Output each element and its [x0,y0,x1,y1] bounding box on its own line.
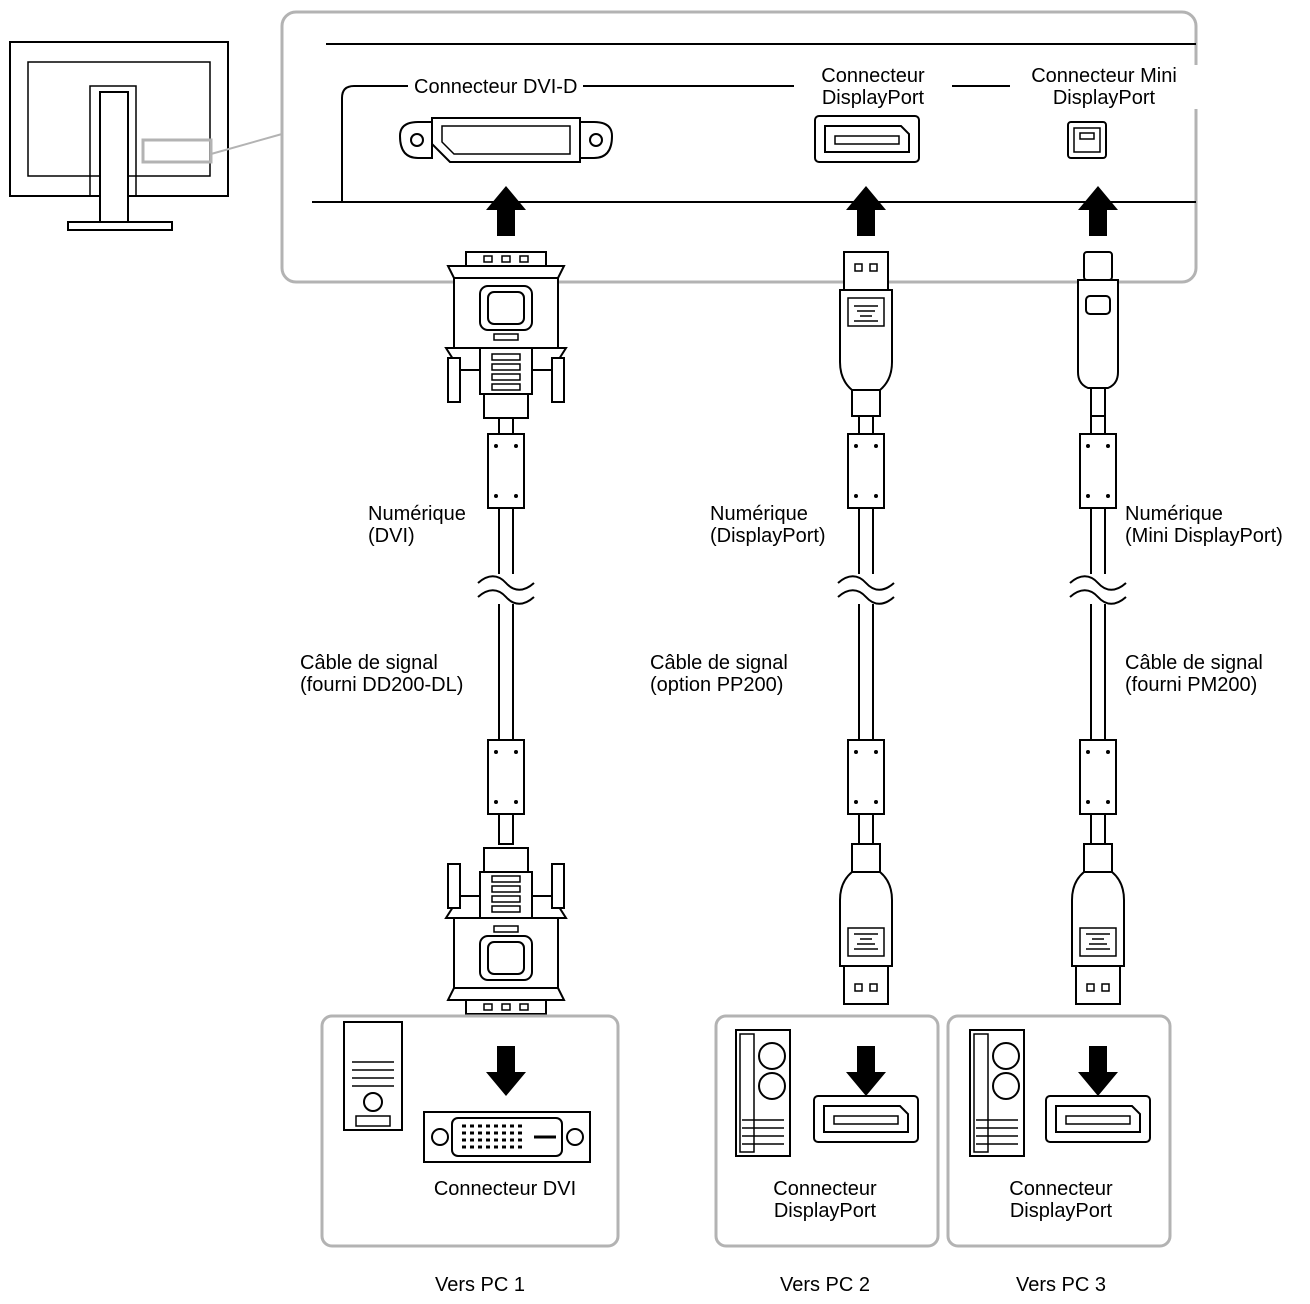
ferrite-core-icon [487,433,525,509]
pc2-connector-label: Connecteur DisplayPort [773,1178,877,1222]
displayport-plug-icon [839,251,893,417]
ferrite-core-icon [1079,433,1117,509]
cable-dvi [445,251,567,1015]
pc3-tower-icon [969,1029,1025,1157]
ferrite-core-icon [1079,739,1117,815]
displayport-connector-label: Connecteur DisplayPort [794,65,952,109]
pc3-panel [946,1014,1172,1248]
pc2-panel [714,1014,940,1248]
cable1-cable-label: Câble de signal (fourni DD200-DL) [300,652,464,696]
pc1-connector-label: Connecteur DVI [433,1178,577,1200]
ferrite-core-icon [847,433,885,509]
displayport-plug-icon [1071,843,1125,1005]
pc3-caption: Vers PC 3 [1015,1274,1107,1296]
dvi-d-port-icon [398,117,614,163]
cable1-signal-label: Numérique (DVI) [368,503,466,547]
cable2-signal-label: Numérique (DisplayPort) [710,503,826,547]
cable3-cable-label: Câble de signal (fourni PM200) [1125,652,1263,696]
mini-displayport-connector-label: Connecteur Mini DisplayPort [1010,65,1198,109]
mini-displayport-plug-icon [1077,251,1119,417]
dvi-port-icon [423,1111,591,1163]
ferrite-core-icon [487,739,525,815]
pc3-connector-label: Connecteur DisplayPort [1009,1178,1113,1222]
pc2-caption: Vers PC 2 [779,1274,871,1296]
pc1-tower-icon [343,1021,403,1131]
displayport-plug-icon [839,843,893,1005]
dvi-d-connector-label: Connecteur DVI-D [408,76,584,98]
arrow-down-icon [486,1046,526,1096]
displayport-port-icon [1045,1095,1151,1143]
cable3-signal-label: Numérique (Mini DisplayPort) [1125,503,1283,547]
arrow-down-icon [1078,1046,1118,1096]
dvi-plug-icon [445,847,567,1015]
cable-mini-displayport [1069,251,1127,1005]
cable-displayport [837,251,895,1005]
cable2-cable-label: Câble de signal (option PP200) [650,652,788,696]
arrow-down-icon [846,1046,886,1096]
dvi-plug-icon [445,251,567,419]
ferrite-core-icon [847,739,885,815]
pc1-panel [320,1014,620,1248]
pc1-caption: Vers PC 1 [434,1274,526,1296]
pc2-tower-icon [735,1029,791,1157]
mini-displayport-port-icon [1067,121,1107,159]
monitor-rear-thumbnail [9,41,283,231]
displayport-port-icon [813,1095,919,1143]
displayport-port-icon [814,115,920,163]
